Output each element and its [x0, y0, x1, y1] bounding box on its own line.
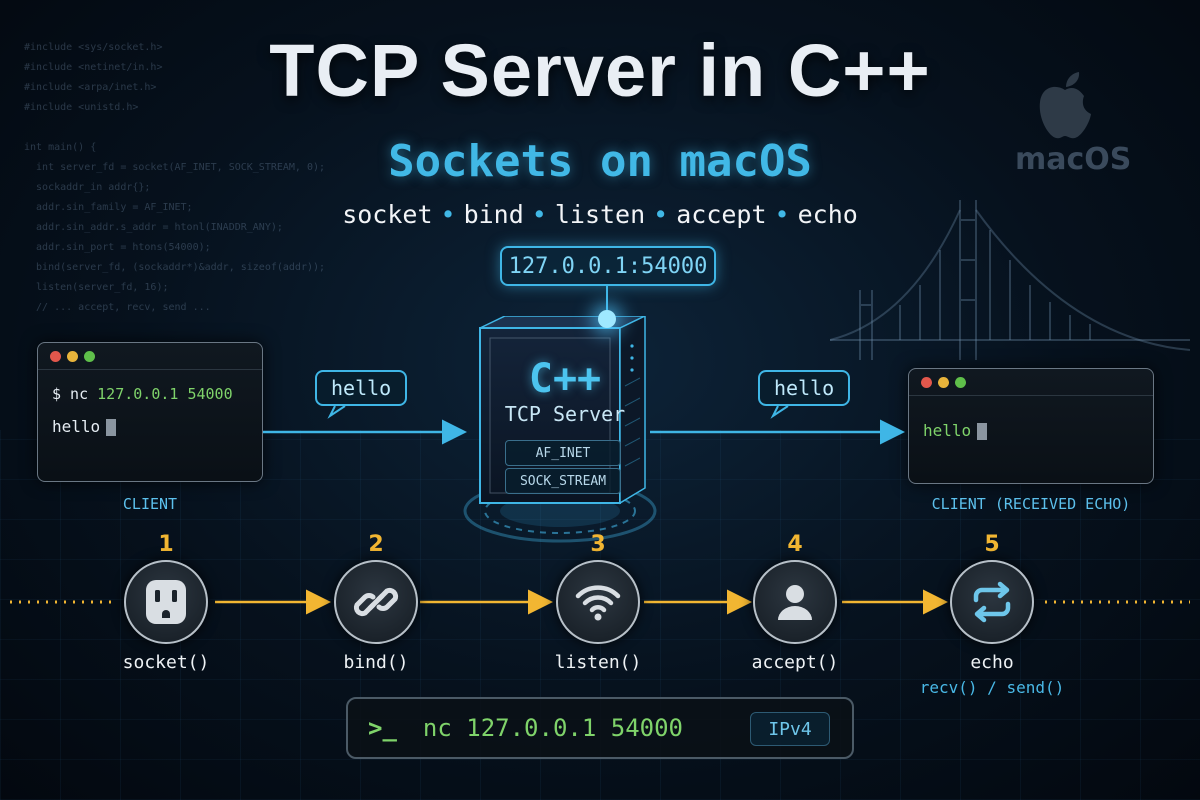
- client-terminal-left: $ nc 127.0.0.1 54000 hello: [37, 342, 263, 482]
- page-subtitle: Sockets on macOS: [388, 136, 812, 187]
- step-socket: [124, 560, 208, 644]
- terminal-output-line: hello: [923, 421, 988, 440]
- code-line: addr.sin_family = AF_INET;: [24, 202, 193, 213]
- server-top-node: [598, 310, 616, 328]
- bridge-illustration: [830, 200, 1190, 360]
- step-number-5: 5: [984, 532, 1000, 557]
- user-icon: [778, 585, 812, 620]
- summary-bind: bind: [463, 200, 524, 229]
- server-name: TCP Server: [504, 402, 626, 426]
- macos-badge: macOS: [1015, 70, 1132, 177]
- step-number-1: 1: [158, 532, 174, 557]
- terminal-cursor: [106, 419, 117, 436]
- step-number-4: 4: [787, 532, 803, 557]
- separator-dot: •: [653, 200, 669, 229]
- code-line: int main() {: [24, 142, 97, 153]
- command-bar: >_ nc 127.0.0.1 54000 IPv4: [346, 697, 854, 759]
- server-address-badge: 127.0.0.1:54000: [500, 246, 716, 286]
- step-label-listen: listen(): [554, 652, 642, 673]
- terminal-command: 127.0.0.1 54000: [97, 385, 233, 403]
- code-line: addr.sin_port = htons(54000);: [24, 242, 211, 253]
- separator-dot: •: [774, 200, 790, 229]
- step-label-echo: echo: [970, 652, 1014, 673]
- code-line: sockaddr_in addr{};: [24, 182, 151, 193]
- code-line: #include <netinet/in.h>: [24, 62, 163, 73]
- message-sent-bubble: hello: [315, 370, 408, 406]
- code-line: #include <sys/socket.h>: [24, 42, 163, 53]
- repeat-icon: [973, 581, 1011, 623]
- close-dot-icon: [921, 377, 932, 388]
- summary-accept: accept: [676, 200, 767, 229]
- step-label-socket: socket(): [122, 652, 210, 673]
- terminal-titlebar: [38, 343, 262, 370]
- summary-echo: echo: [797, 200, 858, 229]
- step-sublabel-echo: recv() / send(): [919, 678, 1065, 697]
- code-line: bind(server_fd, (sockaddr*)&addr, sizeof…: [24, 262, 326, 273]
- steps-summary: socket•bind•listen•accept•echo: [0, 200, 1200, 229]
- wifi-icon: [575, 585, 621, 621]
- step-label-accept: accept(): [751, 652, 839, 673]
- client-right-label: CLIENT (RECEIVED ECHO): [931, 495, 1131, 513]
- chip-af-inet: AF_INET: [505, 440, 621, 466]
- code-line: #include <unistd.h>: [24, 102, 139, 113]
- outlet-icon: [146, 580, 186, 624]
- maximize-dot-icon: [84, 351, 95, 362]
- step-bind: [334, 560, 418, 644]
- code-line: listen(server_fd, 16);: [24, 282, 169, 293]
- code-line: // ... accept, recv, send ...: [24, 302, 211, 313]
- link-icon: [353, 587, 399, 617]
- message-echo-bubble: hello: [758, 370, 851, 406]
- terminal-output: hello: [52, 417, 101, 436]
- bubble-tail-echo: [770, 405, 789, 419]
- step-label-bind: bind(): [343, 652, 409, 673]
- summary-listen: listen: [554, 200, 646, 229]
- ipv4-badge: IPv4: [750, 712, 830, 746]
- terminal-output: hello: [923, 421, 972, 440]
- summary-socket: socket: [342, 200, 433, 229]
- bubble-tail-sent: [327, 405, 346, 419]
- macos-label: macOS: [1015, 142, 1132, 177]
- step-accept: [753, 560, 837, 644]
- step-number-2: 2: [368, 532, 384, 557]
- maximize-dot-icon: [955, 377, 966, 388]
- minimize-dot-icon: [67, 351, 78, 362]
- code-line: addr.sin_addr.s_addr = htonl(INADDR_ANY)…: [24, 222, 283, 233]
- apple-logo-icon: [1039, 72, 1091, 139]
- code-line: int server_fd = socket(AF_INET, SOCK_STR…: [24, 162, 326, 173]
- client-left-label: CLIENT: [122, 495, 178, 513]
- separator-dot: •: [531, 200, 547, 229]
- client-terminal-right: hello: [908, 368, 1154, 484]
- chip-sock-stream: SOCK_STREAM: [505, 468, 621, 494]
- step-listen: [556, 560, 640, 644]
- terminal-prompt: $ nc: [52, 385, 98, 403]
- terminal-output-line: hello: [52, 417, 117, 436]
- step-number-3: 3: [590, 532, 606, 557]
- code-background: #include <sys/socket.h> #include <netinet…: [24, 38, 354, 318]
- address-connector: [606, 286, 608, 316]
- step-echo: [950, 560, 1034, 644]
- terminal-titlebar: [909, 369, 1153, 396]
- command-text: nc 127.0.0.1 54000: [422, 714, 683, 742]
- page-title: TCP Server in C++: [269, 29, 931, 112]
- prompt-icon: >_: [368, 714, 397, 742]
- terminal-cursor: [977, 423, 988, 440]
- server-lang: C++: [528, 356, 602, 402]
- minimize-dot-icon: [938, 377, 949, 388]
- code-line: #include <arpa/inet.h>: [24, 82, 157, 93]
- separator-dot: •: [440, 200, 456, 229]
- close-dot-icon: [50, 351, 61, 362]
- terminal-command-line: $ nc 127.0.0.1 54000: [52, 385, 233, 403]
